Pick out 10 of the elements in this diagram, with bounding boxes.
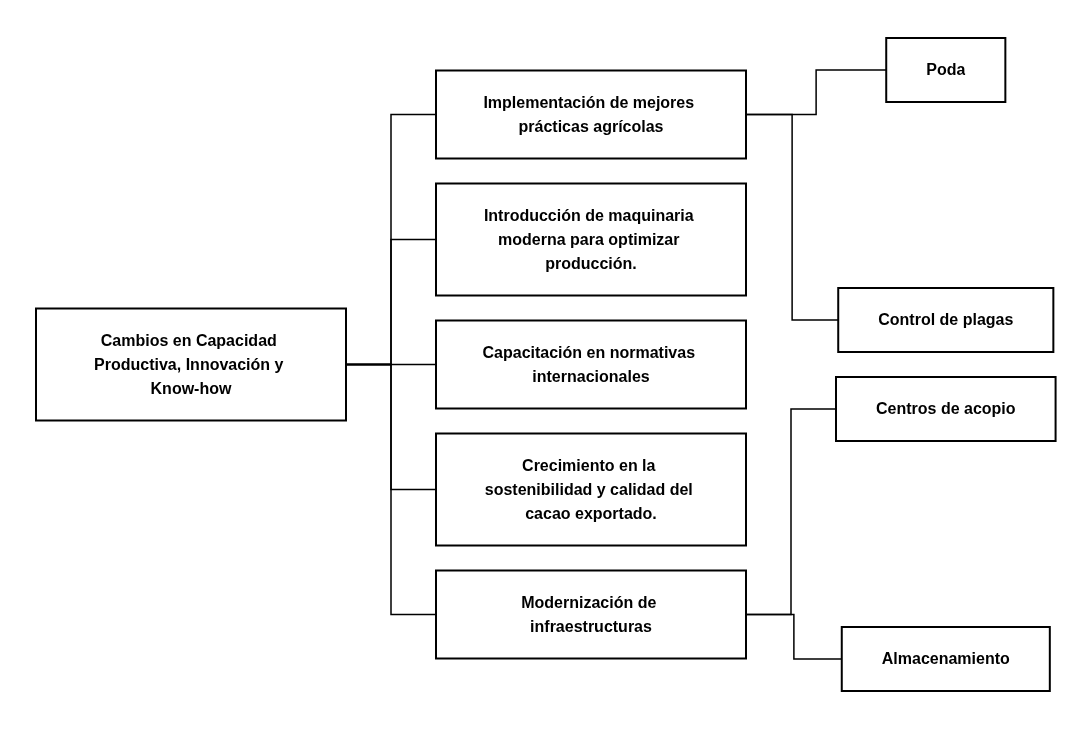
node-box: Almacenamiento (840, 626, 1051, 692)
node-box: Poda (884, 37, 1007, 103)
node-box: Cambios en Capacidad Productiva, Innovación y Know-how (34, 307, 347, 422)
node-box: Modernización de infraestructuras (434, 569, 747, 660)
node-box: Control de plagas (836, 287, 1055, 353)
node-box: Capacitación en normativas internacionales (434, 319, 747, 410)
node-box: Crecimiento en la sostenibilidad y calidad del cacao exportado. (434, 432, 747, 547)
node-box: Introducción de maquinaria moderna para optimizar producción. (434, 182, 747, 297)
node-box: Centros de acopio (834, 376, 1057, 442)
node-box: Implementación de mejores prácticas agrícolas (434, 69, 747, 160)
